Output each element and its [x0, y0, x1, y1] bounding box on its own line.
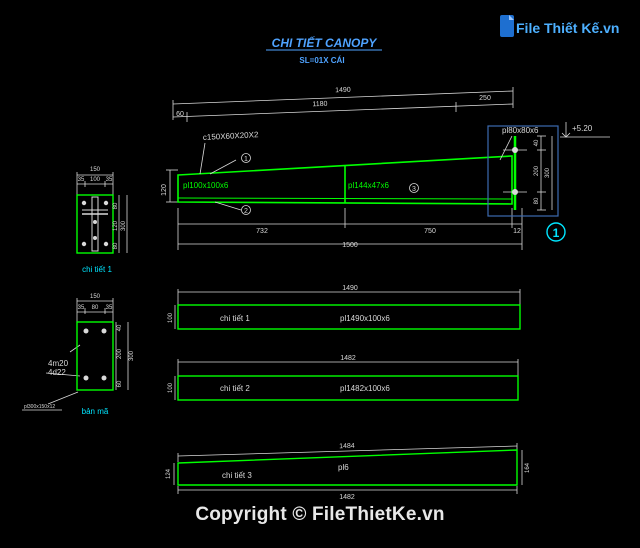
bp-anchor-1: 4m20 — [48, 359, 69, 368]
dim-750: 750 — [424, 228, 436, 235]
canopy-elevation — [166, 87, 523, 250]
detail-1-web — [91, 196, 99, 252]
end-dim-200: 200 — [534, 165, 540, 176]
end-plate-frame — [487, 125, 559, 217]
tag-1: 1 — [244, 156, 248, 163]
label-pl80: pl80x80x6 — [502, 126, 539, 135]
section-marker-circle — [546, 222, 566, 242]
end-dim-40: 40 — [534, 139, 540, 146]
part-3-bottom-length: 1482 — [339, 494, 355, 501]
logo-text: File Thiết Kế.vn — [516, 20, 619, 36]
detail-1-plate — [76, 194, 114, 254]
section-marker: 1 — [553, 226, 560, 240]
label-pl144: pl144x47x6 — [348, 181, 389, 190]
tag-1-circle — [241, 153, 251, 163]
tag-2-circle — [241, 205, 251, 215]
tag-2: 2 — [244, 208, 248, 215]
dim-line-total — [172, 90, 514, 105]
dim-1490-top: 1490 — [335, 87, 351, 95]
part-1-plate — [177, 304, 521, 330]
detail-1-bolts — [81, 200, 109, 247]
bp-dim-40: 40 — [117, 324, 123, 331]
copyright-text: Copyright © FileThietKe.vn — [195, 504, 445, 525]
detail-1-caption: chi tiết 1 — [82, 265, 112, 274]
part-2-plate — [177, 375, 519, 401]
detail-1: 150 35 100 35 80 120 300 80 chi tiết 1 — [76, 167, 128, 274]
part-1-height: 100 — [168, 312, 174, 323]
part-3-right-height: 164 — [525, 462, 531, 473]
file-icon — [500, 15, 514, 37]
part-3-plate — [177, 449, 518, 486]
part-1-length: 1490 — [342, 285, 358, 292]
end-dim-300: 300 — [545, 167, 551, 178]
base-plate-caption: bản mã — [82, 407, 109, 416]
part-2: 1482 100 chi tiết 2 pl1482x100x6 — [168, 355, 519, 401]
dim-250: 250 — [479, 95, 491, 102]
part-1-name: chi tiết 1 — [220, 314, 250, 323]
part-2-spec: pl1482x100x6 — [340, 384, 390, 393]
part-2-length: 1482 — [340, 355, 356, 362]
d1-dim-120: 120 — [113, 220, 119, 231]
d1-dim-80b: 80 — [113, 242, 119, 249]
d1-dim-100: 100 — [90, 177, 101, 183]
brand-logo[interactable]: File Thiết Kế.vn — [500, 12, 630, 42]
base-plate-bolts — [83, 328, 107, 381]
level-mark-text: +5.20 — [572, 124, 593, 133]
dim-12: 12 — [513, 228, 521, 235]
dim-line-segments — [172, 103, 514, 118]
bp-dim-35a: 35 — [78, 305, 85, 311]
tag-3: 3 — [412, 186, 416, 193]
part-3-length: 1484 — [339, 443, 355, 450]
dim-60: 60 — [176, 111, 184, 118]
dim-732: 732 — [256, 228, 268, 235]
tag-3-circle — [409, 183, 419, 193]
part-3-left-height: 124 — [166, 468, 172, 479]
leaders — [199, 142, 419, 215]
part-2-height: 100 — [168, 382, 174, 393]
part-2-name: chi tiết 2 — [220, 384, 250, 393]
drawing-subtitle: SL=01X CÁI — [299, 56, 344, 65]
part-3: 1484 1482 124 164 chi tiết 3 pl6 — [166, 443, 531, 501]
logo-graphic: File Thiết Kế.vn — [500, 15, 619, 37]
level-mark — [560, 122, 610, 138]
canopy-frame — [177, 155, 513, 205]
base-plate — [76, 321, 114, 391]
bp-dim-150: 150 — [90, 294, 101, 300]
drawing-title: CHI TIẾT CANOPY — [272, 35, 378, 50]
part-3-spec: pl6 — [338, 463, 349, 472]
label-pl100: pl100x100x6 — [183, 181, 229, 190]
d1-dim-150: 150 — [90, 167, 101, 173]
d1-dim-300: 300 — [121, 220, 127, 231]
dim-120-left: 120 — [161, 184, 168, 196]
canopy-outline — [177, 155, 513, 205]
bp-plate-label: pl300x150x12 — [24, 404, 55, 410]
bp-dim-300: 300 — [129, 350, 135, 361]
d1-dim-80a: 80 — [113, 202, 119, 209]
bp-dim-200: 200 — [117, 348, 123, 359]
part-1: 1490 100 chi tiết 1 pl1490x100x6 — [168, 285, 521, 330]
bp-dim-60: 60 — [117, 380, 123, 387]
end-dim-80: 80 — [534, 197, 540, 204]
part-3-name: chi tiết 3 — [222, 471, 252, 480]
dim-1180: 1180 — [312, 101, 327, 109]
part-1-spec: pl1490x100x6 — [340, 314, 390, 323]
label-c-section: c150X60X20X2 — [203, 130, 260, 142]
bp-dim-80: 80 — [92, 305, 99, 311]
d1-dim-35a: 35 — [78, 177, 85, 183]
dim-1500: 1500 — [342, 242, 358, 249]
base-plate-detail: 150 35 80 35 40 200 300 60 4m20 4d22 pl3… — [22, 294, 135, 416]
bp-anchor-2: 4d22 — [48, 368, 66, 377]
bp-dim-35b: 35 — [106, 305, 113, 311]
d1-dim-35b: 35 — [106, 177, 113, 183]
